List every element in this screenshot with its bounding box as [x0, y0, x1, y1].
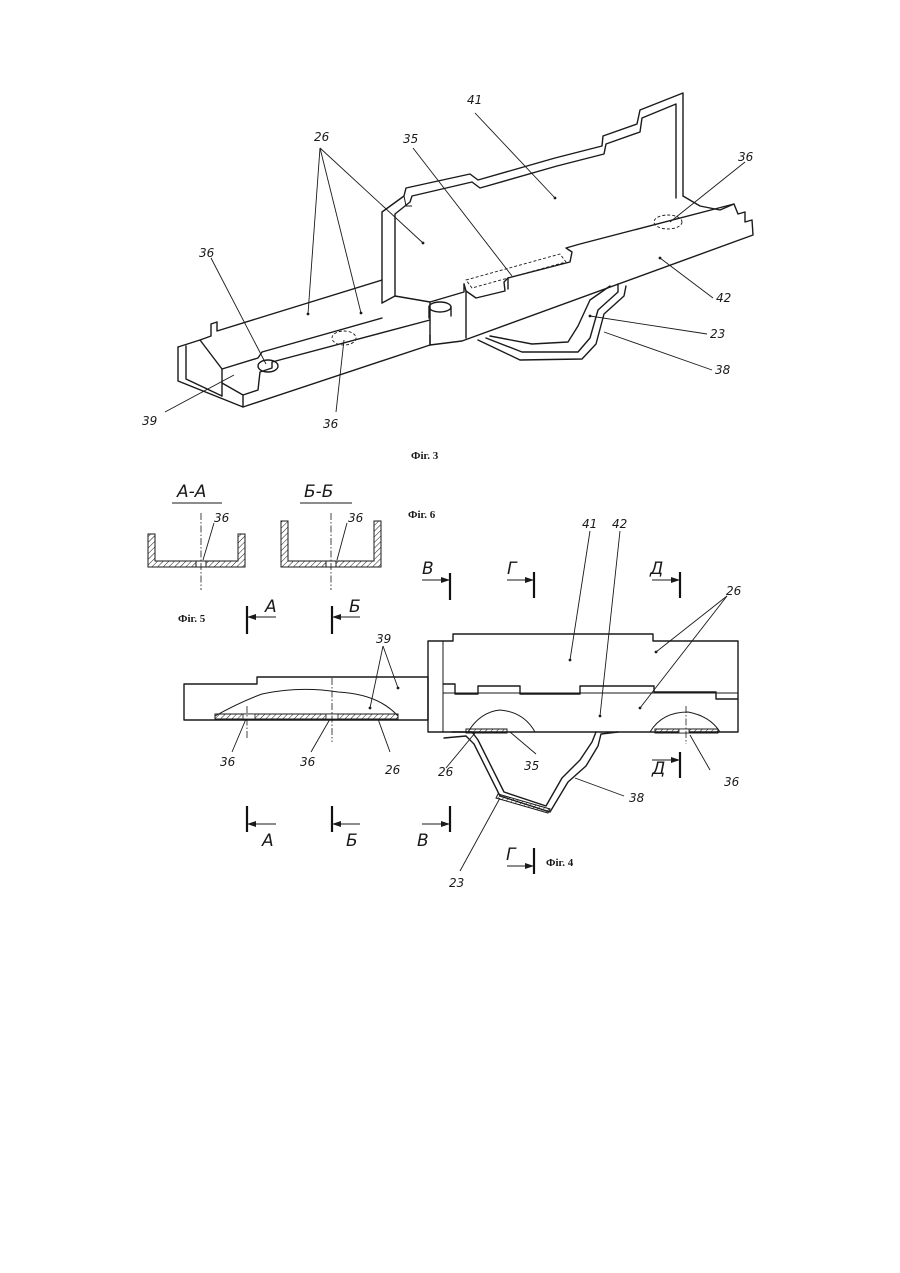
cut-mark-v-top: В [422, 559, 450, 600]
hole-36-right [654, 215, 682, 229]
channel-42 [430, 204, 753, 345]
section-bb-label-36: 36 [348, 511, 364, 525]
cut-mark-b-bottom: Б [332, 806, 360, 851]
fig4-label-42: 42 [612, 517, 627, 531]
spring-38 [478, 286, 626, 360]
figure-5: А-А 36 Б-Б 36 Фіг. 5 Фіг. 6 [148, 482, 436, 625]
cut-label-d-top: Д [649, 559, 663, 579]
cut-label-a-bottom: А [261, 831, 274, 851]
cut-mark-g-top: Г [507, 559, 534, 598]
label-35: 35 [403, 132, 418, 146]
cut-label-v-bottom: В [417, 831, 429, 851]
channel-39 [178, 335, 430, 407]
cut-mark-d-top: Д [649, 559, 680, 598]
section-bb-title: Б-Б [304, 482, 333, 502]
label-42: 42 [716, 291, 731, 305]
fig4-label-39: 39 [376, 632, 391, 646]
cut-mark-b-top: Б [332, 597, 361, 634]
label-36-bottom: 36 [323, 417, 339, 431]
figure-3: 41 26 35 36 36 42 23 38 39 36 Фіг. 3 [142, 93, 754, 462]
label-23: 23 [710, 327, 725, 341]
fig4-label-36-a: 36 [220, 755, 236, 769]
cut-label-b-top: Б [349, 597, 361, 617]
fig4-label-36-b: 36 [300, 755, 316, 769]
label-41: 41 [467, 93, 482, 107]
section-aa-label-36: 36 [214, 511, 230, 525]
hole-36-left [258, 360, 278, 372]
cut-label-a-top: А [264, 597, 277, 617]
fig3-caption: Фіг. 3 [411, 450, 439, 462]
fig4-right-body [428, 634, 738, 732]
label-36-left: 36 [199, 246, 215, 260]
cut-label-v-top: В [422, 559, 434, 579]
fig4-label-36-c: 36 [724, 775, 740, 789]
cut-mark-d-bottom: Д [651, 752, 680, 779]
fig4-step-line [443, 684, 738, 699]
cut-mark-v-bottom: В [417, 806, 450, 851]
fig4-label-41: 41 [582, 517, 597, 531]
fig4-label-23: 23 [449, 876, 464, 890]
label-39: 39 [142, 414, 157, 428]
label-38: 38 [715, 363, 731, 377]
fig4-label-35: 35 [524, 759, 539, 773]
fig4-bulge-39 [215, 689, 398, 716]
cut-label-g-bottom: Г [506, 845, 517, 865]
fig4-label-38: 38 [629, 791, 645, 805]
fig4-label-26-b: 26 [385, 763, 401, 777]
label-36-right: 36 [738, 150, 754, 164]
label-26: 26 [314, 130, 330, 144]
fig6-caption: Фіг. 6 [408, 509, 436, 521]
section-aa-title: А-А [176, 482, 206, 502]
cut-mark-a-top: А [247, 597, 277, 634]
slot-35 [466, 254, 566, 288]
fig4-label-26-top: 26 [726, 584, 742, 598]
figure-4: А Б В Г Д Д [184, 517, 742, 890]
cut-label-g-top: Г [507, 559, 518, 579]
cut-label-b-bottom: Б [346, 831, 358, 851]
cut-mark-g-bottom: Г [506, 845, 534, 874]
fig5-caption: Фіг. 5 [178, 613, 206, 625]
cut-label-d-bottom: Д [651, 759, 665, 779]
fig4-label-26-c: 26 [438, 765, 454, 779]
fig4-caption: Фіг. 4 [546, 857, 574, 869]
cut-mark-a-bottom: А [247, 806, 276, 851]
